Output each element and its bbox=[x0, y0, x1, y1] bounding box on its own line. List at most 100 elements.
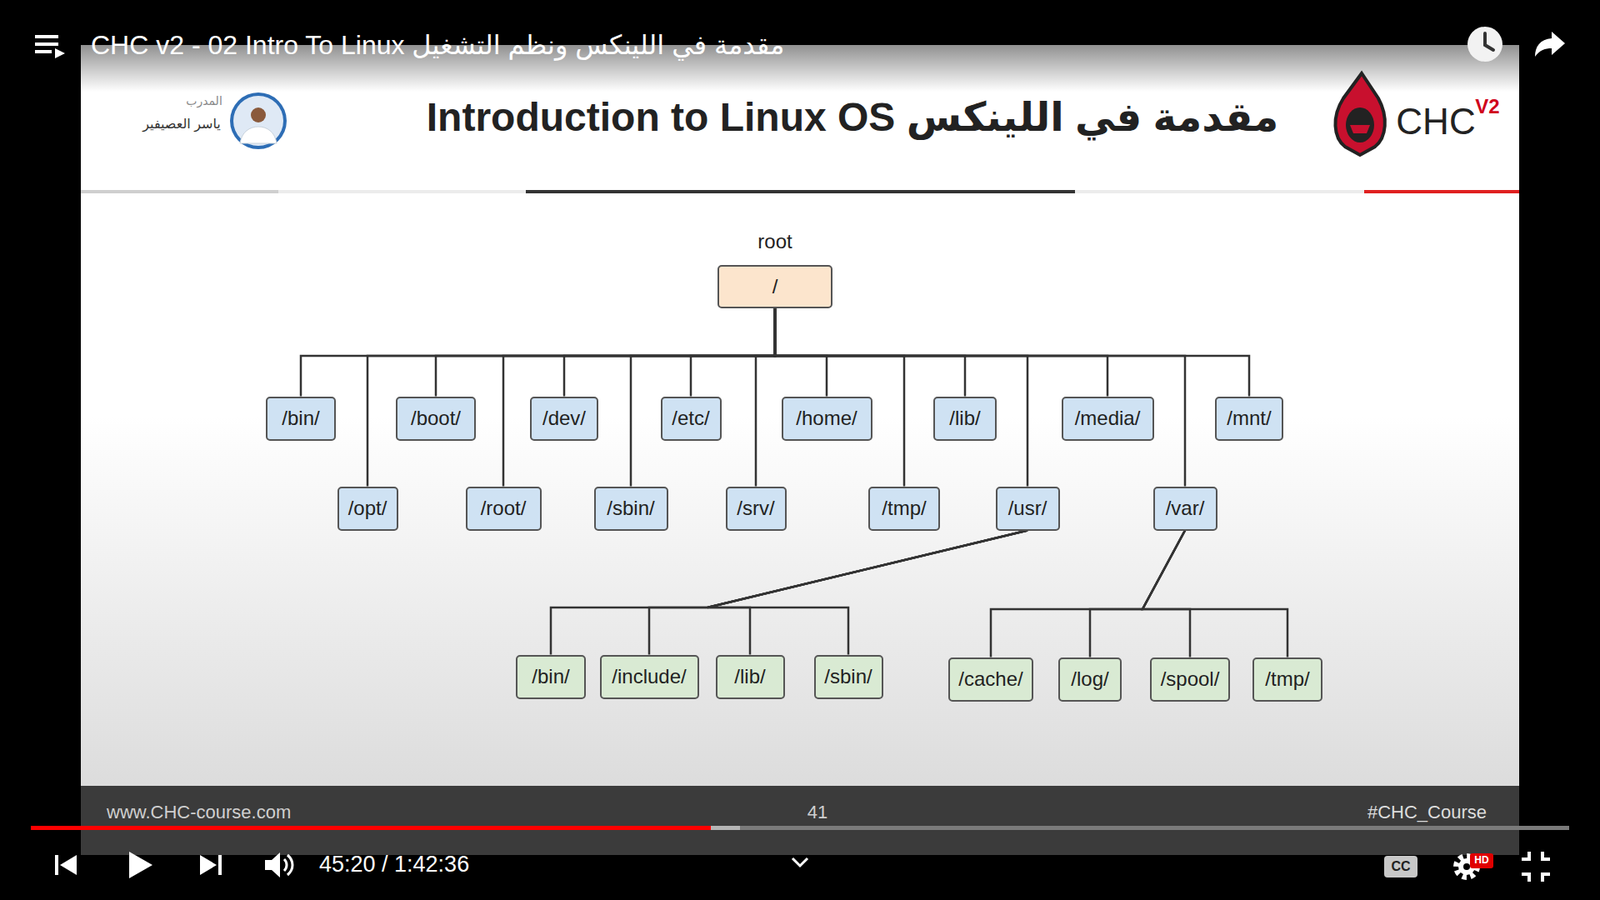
directory-box: /bin/ bbox=[265, 396, 336, 441]
directory-box: /log/ bbox=[1058, 657, 1122, 702]
node-label: /spool/ bbox=[1160, 668, 1220, 690]
node-label: /tmp/ bbox=[1265, 668, 1310, 690]
node-label: /etc/ bbox=[671, 407, 710, 430]
slide-footer-bar bbox=[80, 785, 1520, 855]
node-body: /usr/ bbox=[1008, 497, 1048, 520]
tree-connector bbox=[990, 530, 1185, 658]
tree-connector bbox=[550, 530, 1028, 655]
tree-connector bbox=[775, 308, 827, 397]
node-body: /sbin/ bbox=[824, 665, 872, 688]
tree-connector bbox=[503, 308, 775, 487]
volume-icon bbox=[265, 852, 293, 878]
node-body: /media/ bbox=[1075, 407, 1141, 430]
logo-face bbox=[1345, 107, 1375, 143]
directory-box: /srv/ bbox=[725, 486, 787, 531]
node-body: /mnt/ bbox=[1226, 407, 1271, 430]
divider-segment bbox=[1364, 190, 1520, 194]
directory-box: /spool/ bbox=[1150, 657, 1230, 702]
directory-box: /sbin/ bbox=[594, 486, 669, 531]
node-body: /home/ bbox=[795, 407, 857, 430]
progress-played bbox=[30, 825, 711, 830]
node-label: /log/ bbox=[1070, 668, 1109, 690]
node-label: /opt/ bbox=[348, 497, 388, 520]
directory-box: /opt/ bbox=[337, 486, 399, 531]
node-body: /etc/ bbox=[671, 407, 710, 430]
node-body: /root/ bbox=[480, 497, 527, 520]
node-body: / bbox=[772, 275, 779, 298]
node-body: /srv/ bbox=[736, 497, 775, 520]
tree-connector bbox=[1142, 530, 1288, 658]
cc-badge bbox=[1384, 855, 1418, 878]
avatar-ring bbox=[230, 92, 287, 150]
progress-track bbox=[30, 825, 1570, 830]
node-label: /root/ bbox=[480, 497, 527, 520]
tree-connector bbox=[775, 308, 1028, 487]
next-icon bbox=[200, 855, 222, 875]
node-body: /log/ bbox=[1070, 668, 1109, 690]
tree-connector bbox=[1090, 530, 1185, 658]
slide-number: 41 bbox=[807, 801, 828, 823]
progress-buffer bbox=[30, 825, 740, 830]
directory-box: /cache/ bbox=[948, 657, 1034, 702]
node-heading: root bbox=[757, 230, 792, 254]
logo-version: V2 bbox=[1475, 95, 1500, 119]
directory-box: /tmp/ bbox=[1252, 657, 1323, 702]
directory-box: /lib/ bbox=[933, 396, 997, 441]
tree-connector bbox=[1142, 530, 1190, 658]
avatar-head bbox=[250, 107, 266, 123]
directory-box: /etc/ bbox=[660, 396, 722, 441]
presenter-role: المدرب bbox=[185, 94, 223, 108]
tree-connector bbox=[775, 308, 965, 397]
tree-connector bbox=[775, 308, 905, 487]
directory-box: /home/ bbox=[781, 396, 873, 441]
node-label: /dev/ bbox=[542, 407, 586, 430]
node-body: /tmp/ bbox=[881, 497, 926, 520]
tree-connector bbox=[649, 530, 1028, 655]
logo-text: CHC bbox=[1395, 100, 1475, 144]
tree-connector bbox=[755, 308, 775, 487]
tree-connector bbox=[775, 308, 1108, 397]
tree-connector bbox=[300, 308, 775, 397]
divider-segment bbox=[80, 190, 279, 194]
node-label: /var/ bbox=[1165, 497, 1205, 520]
node-body: /var/ bbox=[1165, 497, 1205, 520]
slide-panel bbox=[80, 45, 1520, 786]
cc-text: CC bbox=[1390, 859, 1410, 875]
directory-box: /tmp/ bbox=[868, 486, 940, 531]
node-body: /spool/ bbox=[1160, 668, 1220, 690]
node-label: /sbin/ bbox=[824, 665, 872, 688]
tree-connector bbox=[564, 308, 775, 397]
share-icon bbox=[1535, 31, 1565, 57]
node-label: /boot/ bbox=[410, 407, 461, 430]
node-label: /sbin/ bbox=[606, 497, 655, 520]
time-display: 45:20 / 1:42:36 bbox=[319, 851, 470, 878]
directory-box: root/ bbox=[717, 265, 833, 309]
divider-segment bbox=[1075, 190, 1365, 194]
directory-box: /dev/ bbox=[530, 396, 599, 441]
play-icon bbox=[129, 851, 153, 879]
node-label: / bbox=[772, 275, 779, 298]
directory-box: /usr/ bbox=[995, 486, 1060, 531]
logo-mask bbox=[1350, 125, 1370, 134]
hd-text: HD bbox=[1474, 855, 1489, 867]
node-label: /srv/ bbox=[736, 497, 775, 520]
playlist-icon bbox=[35, 35, 65, 59]
directory-box: /include/ bbox=[600, 655, 700, 700]
node-label: /media/ bbox=[1075, 407, 1141, 430]
node-label: /usr/ bbox=[1008, 497, 1048, 520]
footer-hashtag: #CHC_Course bbox=[1367, 801, 1487, 823]
watch-later-icon bbox=[1467, 26, 1503, 62]
directory-box: /sbin/ bbox=[814, 655, 884, 700]
tree-connector bbox=[690, 308, 775, 397]
node-body: /dev/ bbox=[542, 407, 586, 430]
node-label: /lib/ bbox=[949, 407, 980, 430]
directory-box: /boot/ bbox=[395, 396, 476, 441]
node-body: /opt/ bbox=[348, 497, 388, 520]
node-label: /home/ bbox=[795, 407, 857, 430]
directory-box: /lib/ bbox=[715, 655, 785, 700]
presenter-name: ياسر العصيفير bbox=[142, 116, 221, 132]
node-body: /sbin/ bbox=[606, 497, 655, 520]
tree-connector bbox=[630, 308, 775, 487]
node-label: /include/ bbox=[611, 665, 686, 688]
